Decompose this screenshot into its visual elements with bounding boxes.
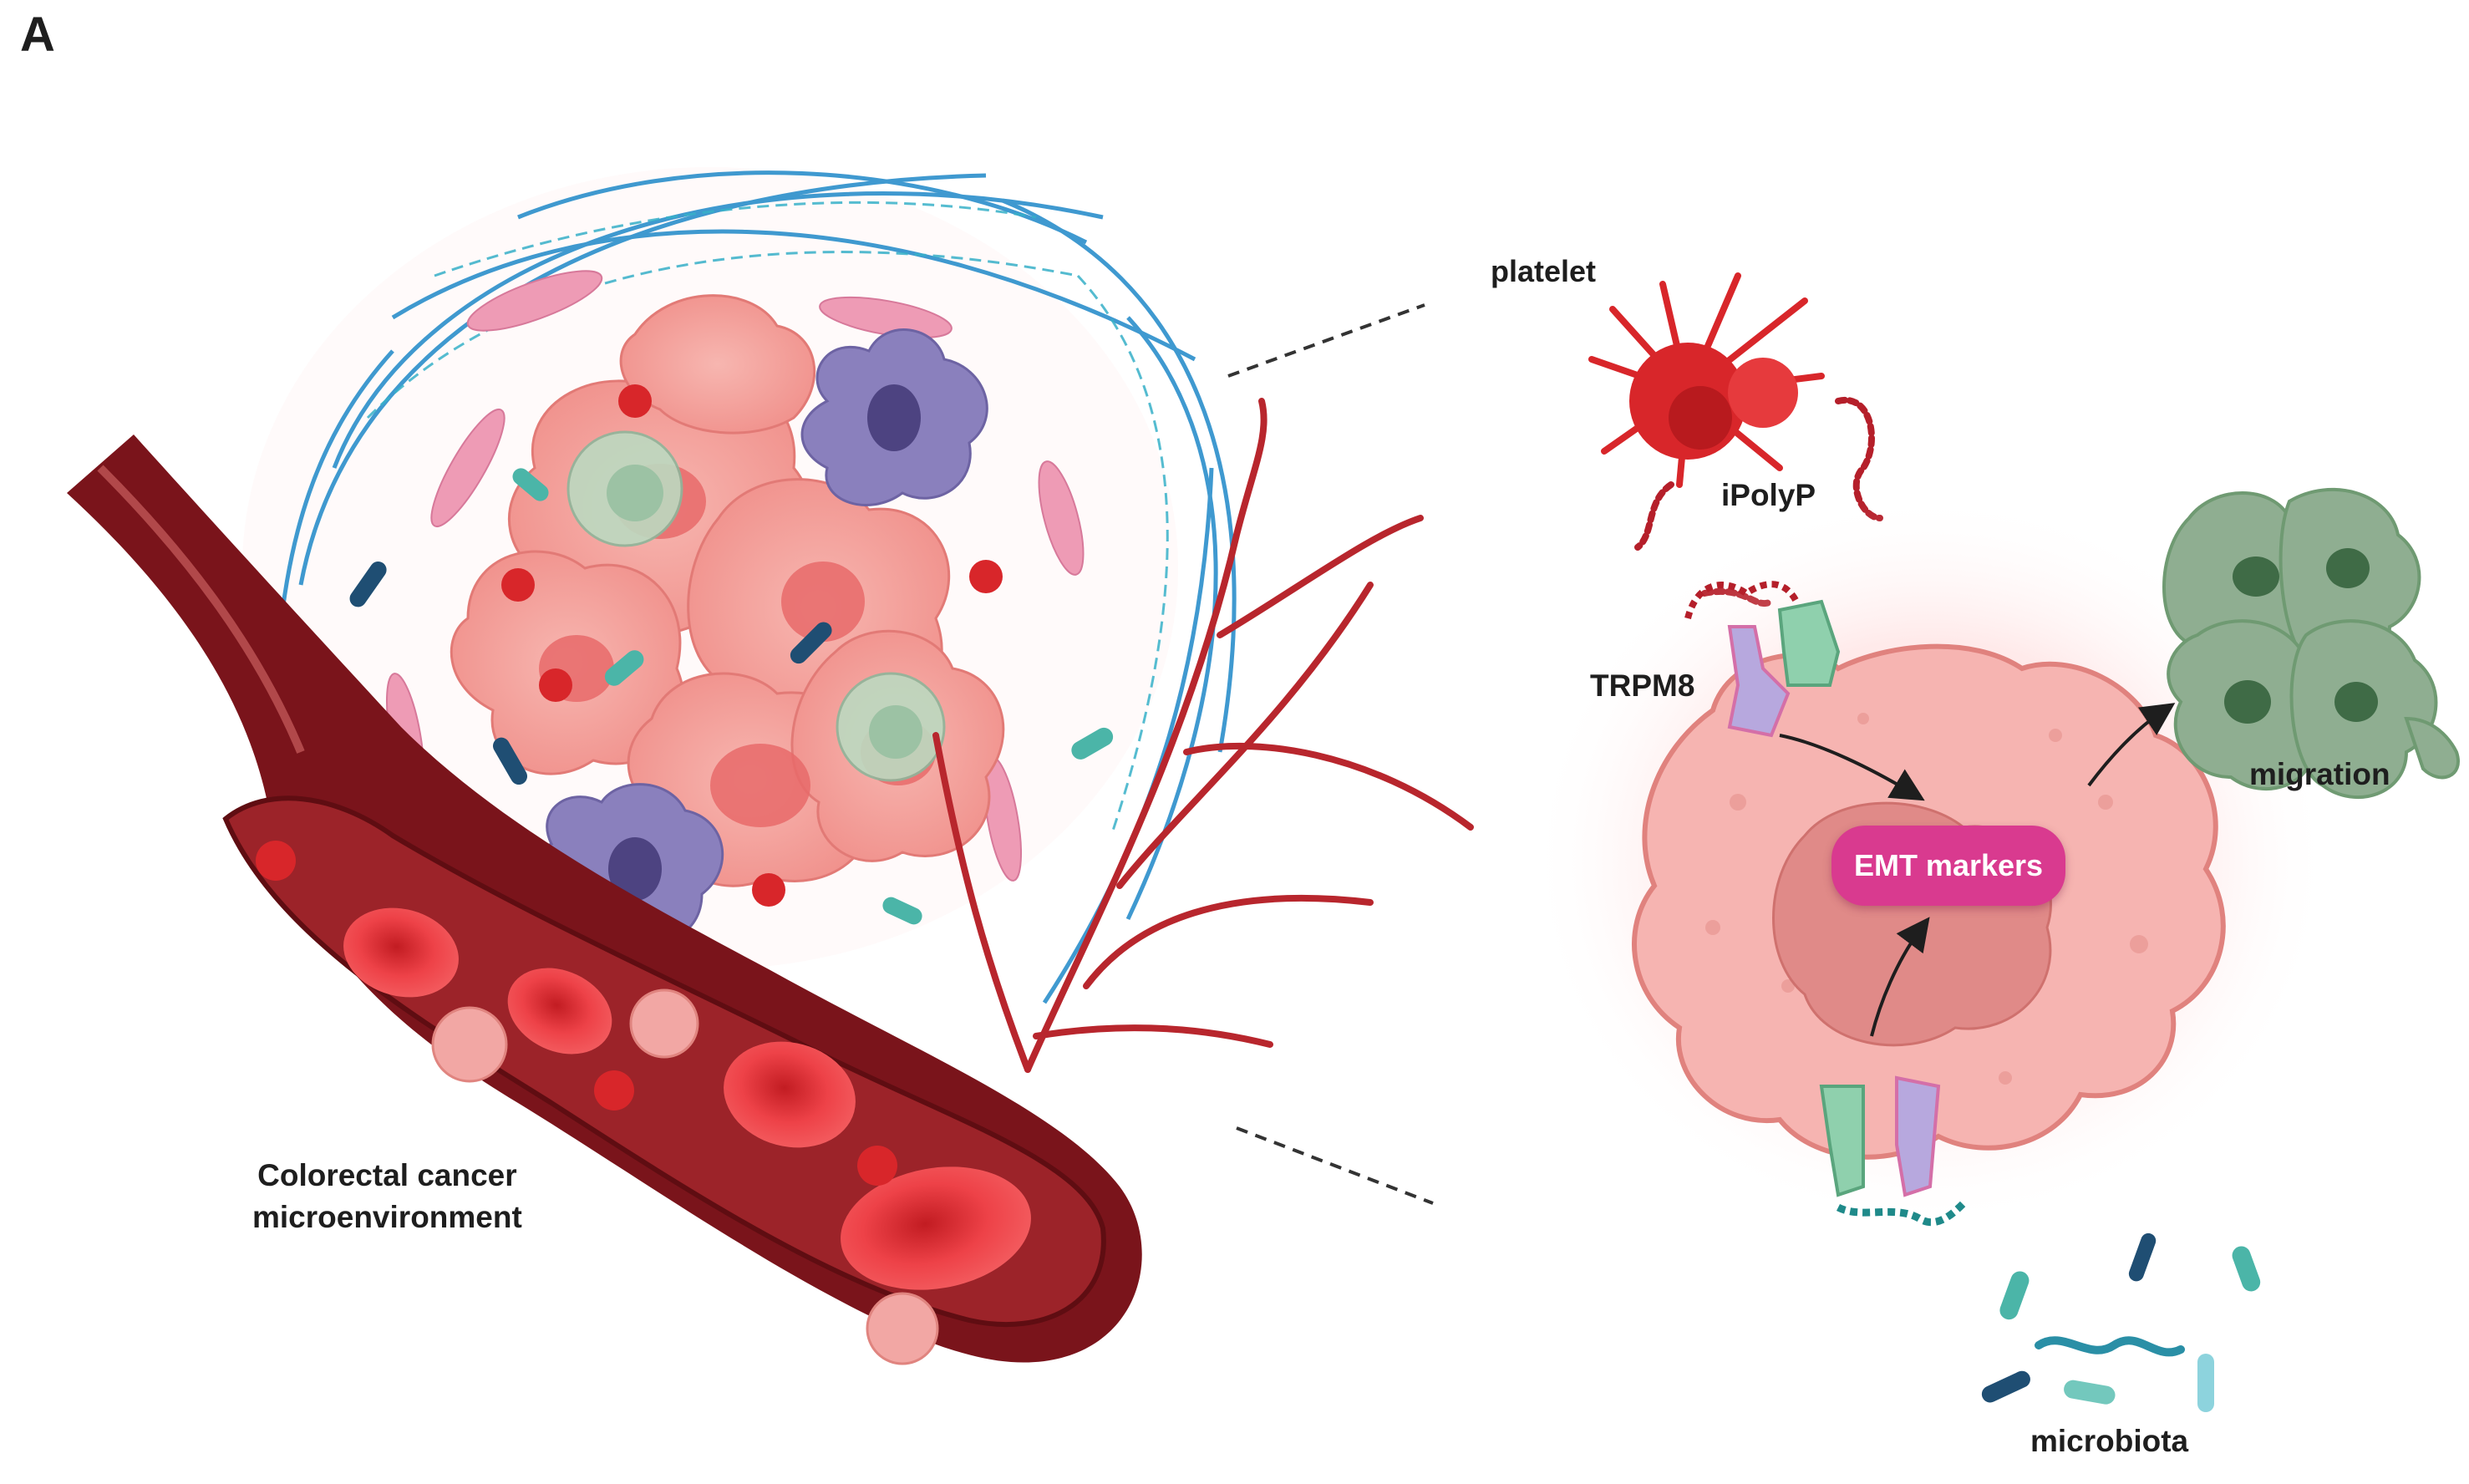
leukocyte-group [431,988,939,1365]
polyp-chain-icon [1836,1200,1967,1227]
arrow-icon [1779,703,2176,1037]
emt-markers-label: EMT markers [1853,848,2044,882]
panel-letter: A [20,8,55,62]
migrating-cells-icon [2162,488,2460,800]
capillary-network [932,398,1474,1073]
platelet-icon [1588,272,1825,488]
migration-label: migration [2249,757,2390,791]
zoom-lines [1227,303,1434,1205]
emt-markers-badge: EMT markers [1831,826,2065,906]
tumor-mass-icon [242,167,1237,1004]
red-blood-cell-icon [343,907,1031,1290]
ipolyp-label: iPolyP [1721,478,1816,512]
environment-label-line1: Colorectal cancer [257,1158,517,1192]
platelet-label: platelet [1491,254,1597,288]
environment-label: Colorectal cancer microenvironment [252,1155,522,1238]
trpm8-receptor-icon [1727,599,1841,738]
bacteria-icon [1981,1232,2261,1412]
polyp-chain-icon [1684,581,1800,620]
microbiota-label: microbiota [2030,1424,2189,1458]
trpm8-label: TRPM8 [1590,668,1695,703]
trpm8-receptor-icon [1819,1075,1941,1197]
environment-label-line2: microenvironment [252,1200,522,1234]
platelet-icon [256,384,1003,1186]
bacteria-icon [349,468,1114,925]
